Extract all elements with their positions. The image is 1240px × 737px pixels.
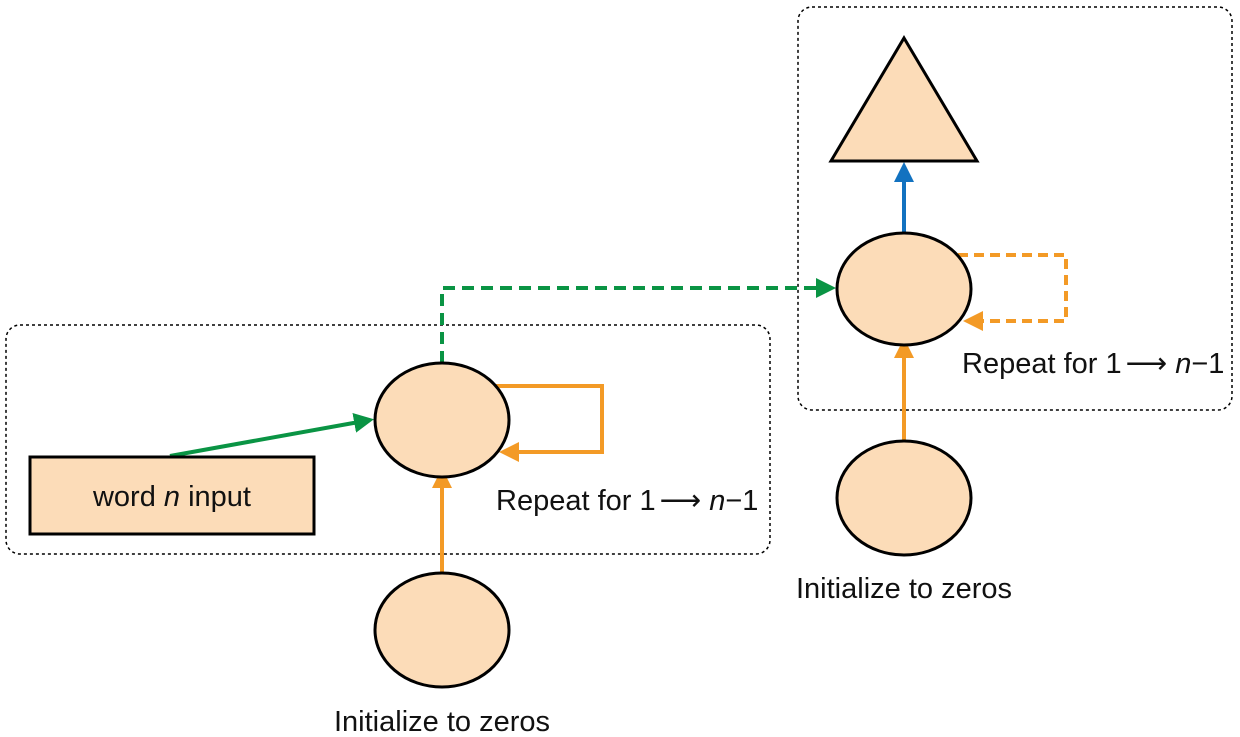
decoder-repeat-label: Repeat for 1⟶n−1 [962,348,1224,380]
decoder-init-label: Initialize to zeros [796,573,1012,605]
word-input-label: word n input [92,481,251,513]
encoder-hidden-node [373,361,511,479]
decoder-frame [797,6,1233,411]
input-to-encoder-arrow [169,412,374,458]
context-vector-arrow [440,278,836,363]
encoder-frame [5,324,771,555]
decoder-loop-arrow [958,253,1068,331]
output-triangle [828,35,980,163]
word-input-box [28,455,316,536]
encoder-loop-arrow [492,384,604,462]
decoder-init-node [835,439,973,557]
encoder-init-node [373,571,511,689]
decoder-hidden-node [835,231,973,347]
encoder-init-label: Initialize to zeros [334,706,550,737]
encoder-repeat-label: Repeat for 1⟶n−1 [496,485,758,517]
